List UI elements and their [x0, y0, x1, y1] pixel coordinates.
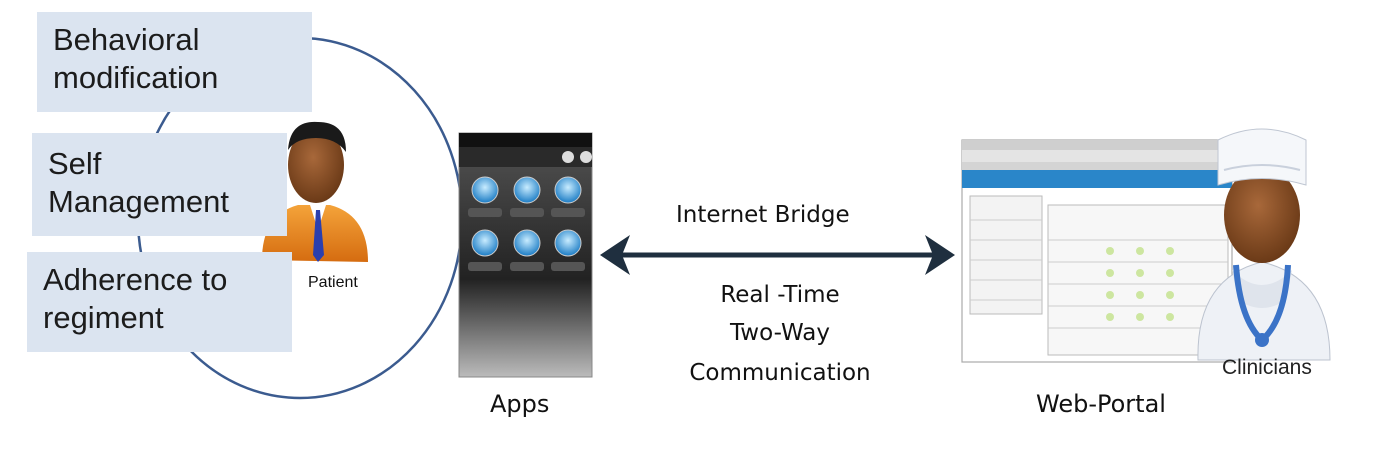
apps-label: Apps [490, 390, 550, 418]
box-line: modification [53, 59, 219, 95]
smartphone-icon [458, 132, 593, 378]
communication-line: Two-Way [730, 320, 830, 346]
box-line: Adherence to [43, 262, 228, 297]
internet-bridge-label: Internet Bridge [676, 202, 850, 228]
communication-line: Communication [689, 360, 871, 386]
patient-label: Patient [308, 274, 358, 291]
box-line: Management [48, 183, 229, 219]
communication-line: Real -Time [720, 282, 840, 308]
web-portal-label: Web-Portal [1036, 390, 1166, 418]
self-management-box: Self Management [32, 133, 287, 236]
box-line: Behavioral [53, 22, 200, 57]
web-portal-window-icon [961, 139, 1233, 363]
box-line: regiment [43, 299, 164, 335]
box-line: Self [48, 146, 102, 181]
behavioral-modification-box: Behavioral modification [37, 12, 312, 112]
clinician-avatar-icon [1197, 128, 1331, 361]
double-arrow-icon [600, 235, 955, 275]
adherence-box: Adherence to regiment [27, 252, 292, 352]
patient-avatar-icon [262, 121, 368, 262]
clinicians-label: Clinicians [1222, 356, 1312, 379]
